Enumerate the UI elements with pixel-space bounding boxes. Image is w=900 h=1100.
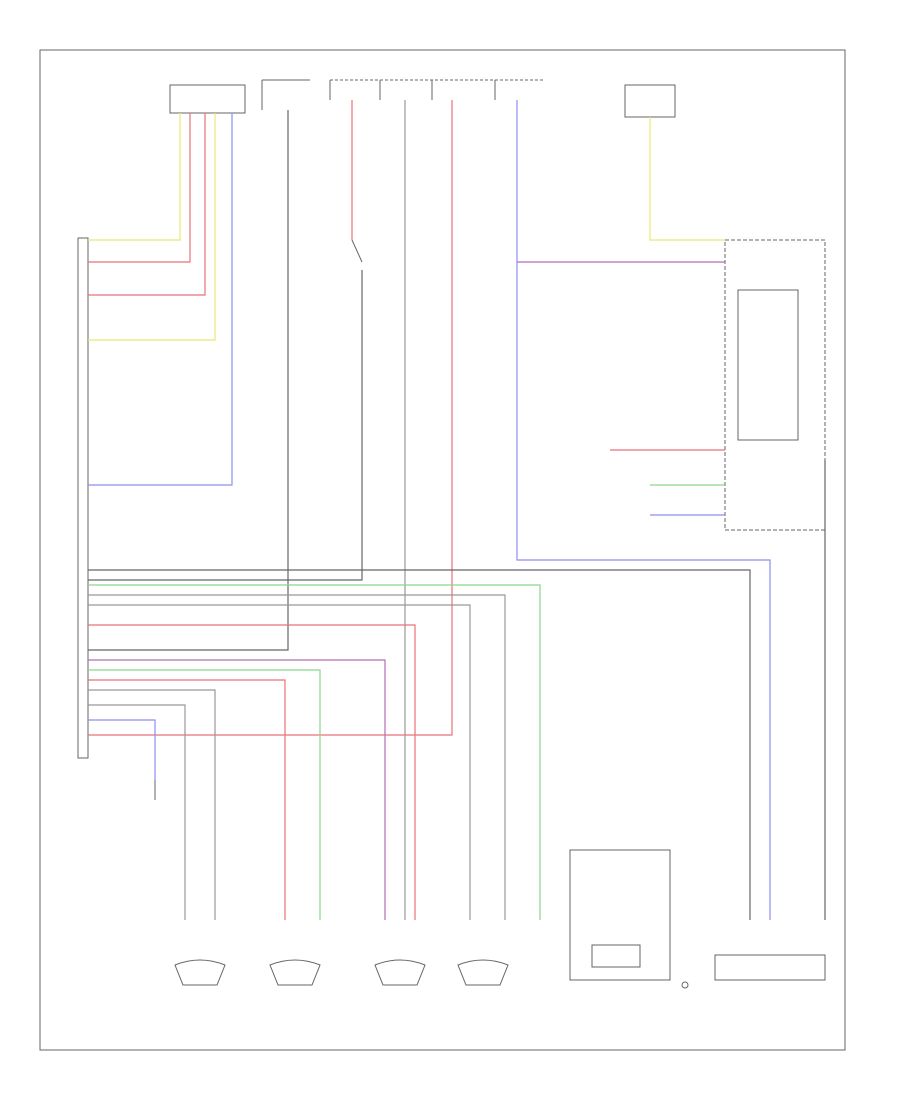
- wire-blue-3: [88, 719, 156, 780]
- wire-red-2: [88, 113, 206, 296]
- wire-black-1: [88, 110, 289, 651]
- warning-light: [681, 981, 689, 989]
- wheel-sensors: [174, 959, 509, 986]
- page-frame: [39, 49, 846, 1051]
- wire-harness: [88, 100, 826, 920]
- wire-gray-4: [88, 689, 216, 920]
- abs-control-unit: [77, 237, 89, 759]
- wire-green-1: [88, 584, 541, 920]
- combination-meter: [714, 954, 826, 981]
- sensor-front-left: [174, 959, 226, 986]
- sensor-rear-right: [457, 959, 509, 986]
- wire-yellow-3: [649, 117, 725, 241]
- wire-yellow-1: [88, 113, 181, 241]
- fuse-blocks: [261, 79, 545, 110]
- wire-red-6: [88, 679, 286, 920]
- relay-box-top-right: [624, 84, 676, 118]
- sensor-front-right: [269, 959, 321, 986]
- wire-black-3: [88, 569, 751, 920]
- wire-blue-1: [88, 113, 233, 486]
- wire-red-5: [88, 624, 416, 920]
- wire-purple-2: [88, 659, 386, 920]
- wire-gray-5: [88, 704, 186, 920]
- wire-green-2: [88, 669, 321, 920]
- relay-unit: [724, 239, 826, 531]
- sensor-rear-left: [374, 959, 426, 986]
- wire-gray-3: [88, 604, 471, 920]
- wire-blue-2: [516, 100, 771, 920]
- wire-red-1: [88, 113, 191, 263]
- wire-black-2: [88, 270, 363, 581]
- top-connector: [169, 84, 246, 114]
- pump-motor: [569, 849, 671, 981]
- wire-gray-2: [88, 594, 506, 920]
- wire-red-4: [88, 100, 453, 736]
- wire-yellow-2: [88, 113, 216, 341]
- brake-switch: [351, 239, 363, 263]
